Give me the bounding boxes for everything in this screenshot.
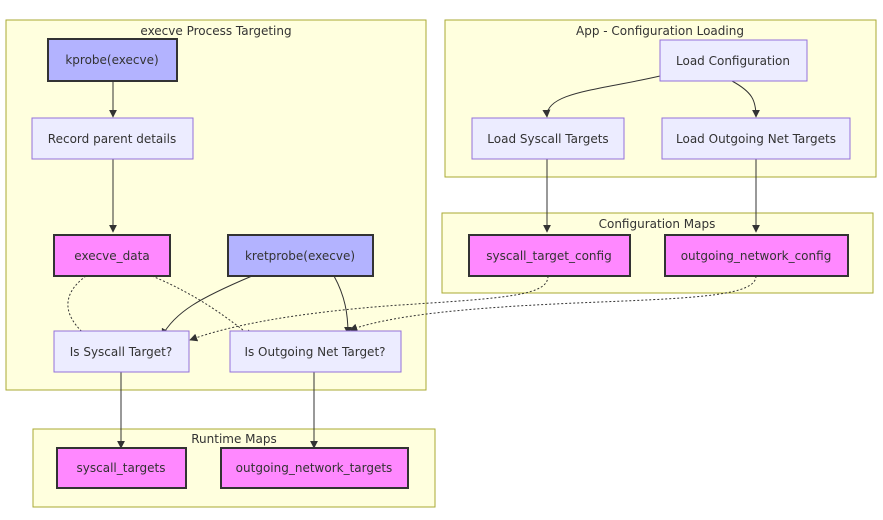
node-outgoing-network-targets-label: outgoing_network_targets	[236, 461, 393, 475]
node-kretprobe-execve[interactable]: kretprobe(execve)	[227, 234, 374, 277]
cluster-runtime-maps-title: Runtime Maps	[191, 432, 277, 446]
node-syscall-targets-label: syscall_targets	[77, 461, 166, 475]
node-kprobe-label: kprobe(execve)	[65, 53, 158, 67]
node-record-parent-details[interactable]: Record parent details	[31, 117, 194, 160]
node-record-parent-label: Record parent details	[48, 132, 176, 146]
node-is-syscall-target[interactable]: Is Syscall Target?	[53, 330, 190, 373]
node-load-outgoing-net-targets[interactable]: Load Outgoing Net Targets	[661, 117, 851, 160]
node-syscall-target-config-label: syscall_target_config	[486, 249, 611, 263]
node-outgoing-network-config[interactable]: outgoing_network_config	[664, 234, 849, 277]
edge-kretprobe-to-is-outgoing	[333, 275, 352, 335]
node-outgoing-network-config-label: outgoing_network_config	[681, 249, 832, 263]
node-execve-data-label: execve_data	[74, 249, 149, 263]
edge-syscall-config-to-is-syscall	[189, 275, 549, 342]
edge-kretprobe-to-is-syscall	[161, 275, 253, 337]
node-syscall-target-config[interactable]: syscall_target_config	[468, 234, 631, 277]
node-kretprobe-label: kretprobe(execve)	[245, 249, 355, 263]
node-load-config-label: Load Configuration	[676, 54, 790, 68]
node-load-outgoing-label: Load Outgoing Net Targets	[676, 132, 836, 146]
node-execve-data[interactable]: execve_data	[53, 234, 171, 277]
node-load-syscall-label: Load Syscall Targets	[487, 132, 608, 146]
node-is-outgoing-net-target[interactable]: Is Outgoing Net Target?	[229, 330, 402, 373]
node-syscall-targets[interactable]: syscall_targets	[56, 447, 187, 489]
cluster-execve-title: execve Process Targeting	[140, 24, 291, 38]
node-is-syscall-label: Is Syscall Target?	[70, 345, 173, 359]
node-outgoing-network-targets[interactable]: outgoing_network_targets	[220, 447, 409, 489]
edge-load-config-to-outgoing	[731, 80, 760, 118]
node-load-configuration[interactable]: Load Configuration	[659, 39, 808, 82]
edge-outgoing-config-to-is-outgoing	[349, 275, 757, 332]
node-load-syscall-targets[interactable]: Load Syscall Targets	[471, 117, 625, 160]
edge-load-config-to-syscall	[542, 75, 661, 118]
cluster-config-maps-title: Configuration Maps	[599, 217, 716, 231]
node-is-outgoing-label: Is Outgoing Net Target?	[244, 345, 385, 359]
node-kprobe-execve[interactable]: kprobe(execve)	[47, 38, 178, 82]
cluster-app-title: App - Configuration Loading	[576, 24, 744, 38]
